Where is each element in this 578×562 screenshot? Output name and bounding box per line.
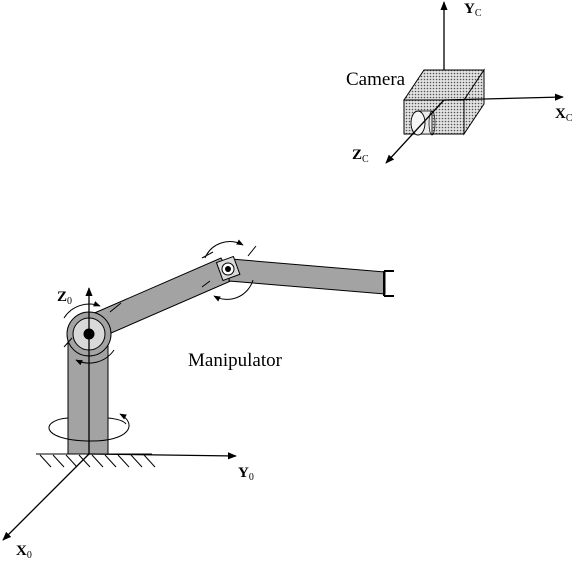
ground-hatching	[36, 453, 156, 468]
camera-z-axis	[385, 99, 445, 164]
manipulator: Manipulator	[48, 239, 394, 455]
elbow-joint	[201, 239, 257, 302]
base-x-label: X0	[16, 543, 32, 561]
camera-z-label: ZC	[352, 147, 369, 165]
manipulator-label: Manipulator	[188, 350, 283, 371]
camera-y-label: YC	[464, 1, 482, 19]
base-axes: Z0 Y0 X0	[2, 287, 254, 561]
base-y-axis	[88, 452, 237, 460]
base-rotation-arrow	[48, 413, 130, 442]
base-y-label: Y0	[238, 465, 254, 483]
forearm	[228, 258, 386, 295]
end-effector	[383, 270, 394, 297]
camera-x-label: XC	[555, 106, 573, 124]
base-z-label: Z0	[57, 289, 72, 307]
camera-label: Camera	[346, 69, 406, 90]
base-frame	[36, 453, 156, 468]
base-x-axis	[2, 453, 90, 541]
camera-group: Camera YC XC ZC	[346, 1, 573, 165]
camera-x-axis	[443, 93, 564, 101]
